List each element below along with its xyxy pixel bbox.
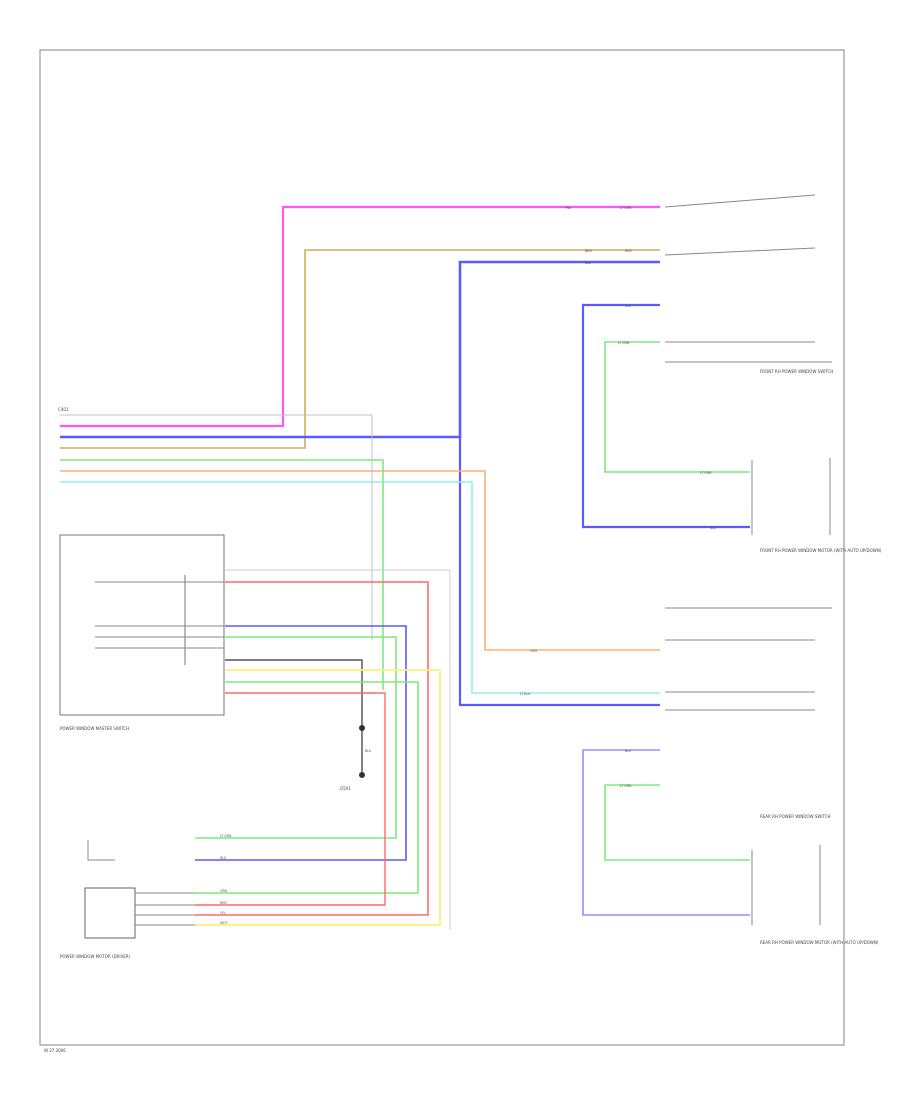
label-ltblu: LT BLU <box>520 692 531 696</box>
wire-red-master <box>195 581 429 916</box>
label-blu-ms: BLU <box>220 856 227 860</box>
wire-blue-main <box>60 260 660 439</box>
label-ltgrn-top: LT GRN <box>620 206 632 210</box>
wire-green-master-2 <box>195 681 419 894</box>
label-brn-top: BRN <box>585 249 592 253</box>
label-connector: C401 <box>58 407 69 412</box>
wire-gray-right <box>225 569 451 930</box>
diagram-border <box>39 49 845 1046</box>
label-diagram-id: W 27 2006 <box>44 1048 66 1053</box>
top-right-connector <box>664 194 832 711</box>
label-rear-rh-motor: REAR RH POWER WINDOW MOTOR (WITH AUTO UP… <box>760 940 879 945</box>
label-front-rh-switch: FRONT RH POWER WINDOW SWITCH <box>760 369 833 374</box>
label-master-switch: POWER WINDOW MASTER SWITCH <box>60 726 129 731</box>
label-master-motor: POWER WINDOW MOTOR (DRIVER) <box>60 954 131 959</box>
wire-gray-top <box>60 414 373 640</box>
wire-green-top <box>60 459 384 690</box>
wire-blue-front-rh <box>581 303 750 529</box>
label-red-ms: RED <box>220 901 227 905</box>
label-ground: G501 <box>340 786 351 791</box>
wire-yellow-master <box>195 669 441 926</box>
label-blu-frh: BLU <box>625 304 632 308</box>
master-motor-leads <box>135 892 195 926</box>
label-ltgrn-frh2: LT GRN <box>700 471 712 475</box>
wire-orange <box>60 470 660 651</box>
wire-blue-lower <box>458 437 660 707</box>
master-motor-box <box>84 887 136 939</box>
label-blu-rrh: BLU <box>625 749 632 753</box>
label-front-rh-motor: FRONT RH POWER WINDOW MOTOR (WITH AUTO U… <box>760 548 882 553</box>
label-pink: PNK <box>565 206 572 210</box>
label-blu-top: BLU <box>585 261 592 265</box>
wire-tan <box>60 249 660 449</box>
wire-green-master <box>195 636 397 839</box>
wire-cyan <box>60 481 660 694</box>
master-switch-box <box>59 534 225 716</box>
wire-pink <box>60 205 660 428</box>
label-blu-frh2: BLU <box>710 526 717 530</box>
ground-symbol <box>359 725 365 778</box>
label-wht-ms: WHT <box>220 921 228 925</box>
label-grn-ms: GRN <box>220 889 228 893</box>
label-org: ORG <box>530 649 538 653</box>
wire-green-rear-rh <box>604 784 750 861</box>
wire-red-master-2 <box>195 692 386 906</box>
wire-green-front-rh <box>604 341 750 473</box>
master-switch-contacts <box>95 581 224 649</box>
label-ltgrn-rrh: LT GRN <box>620 784 632 788</box>
label-ltgrn-ms: LT GRN <box>220 834 232 838</box>
label-blk-gnd: BLK <box>365 749 372 753</box>
wire-blue-rear-rh <box>582 749 750 916</box>
master-switch-lever <box>87 840 115 861</box>
label-ltgrn-frh: LT GRN <box>618 341 630 345</box>
label-rear-rh-switch: REAR RH POWER WINDOW SWITCH <box>760 814 831 819</box>
wire-black-master <box>225 659 363 775</box>
label-yel-ms: YEL <box>220 911 226 915</box>
label-red-top: RED <box>625 249 632 253</box>
wire-blue-master <box>195 625 407 861</box>
